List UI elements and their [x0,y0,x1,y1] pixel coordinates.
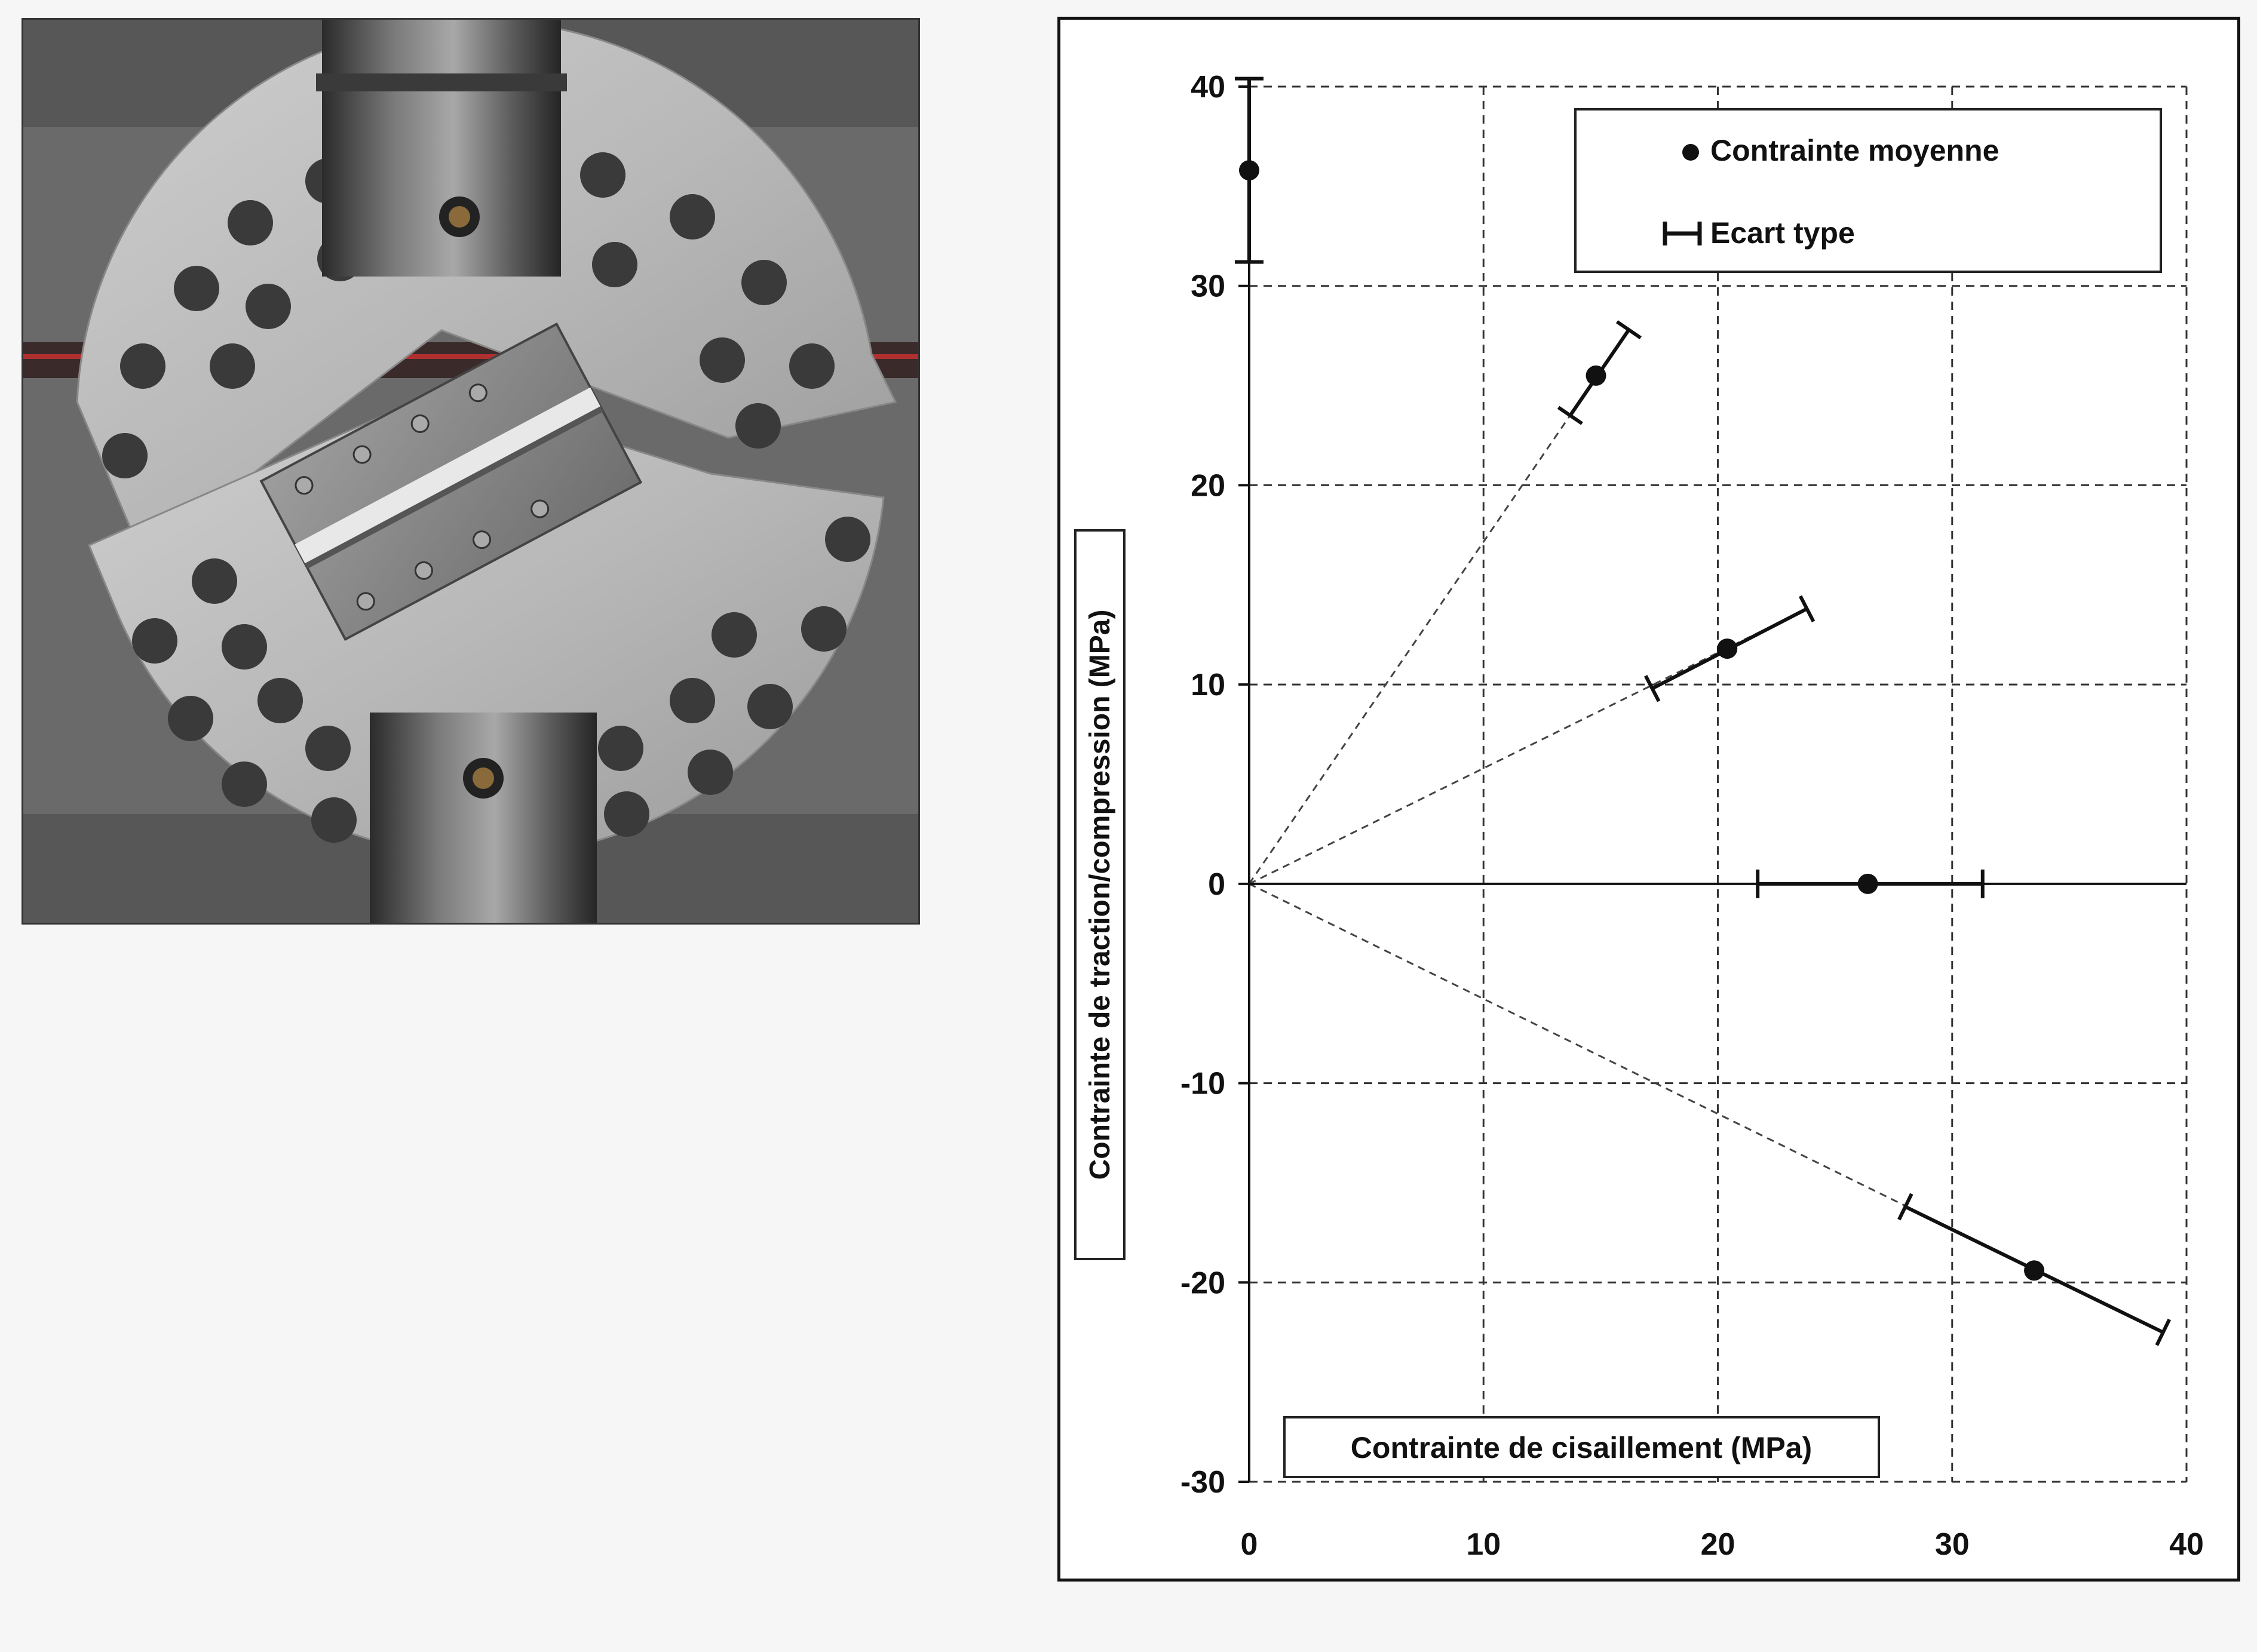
data-points [1239,160,2045,1281]
data-point [1857,873,1878,894]
guide-lines [1248,329,2164,1334]
y-tick-label: 20 [1191,468,1225,503]
error-bar-cap [1644,675,1661,702]
x-tick-label: 20 [1701,1527,1735,1562]
y-tick-label: 0 [1208,867,1225,902]
x-tick-label: 0 [1241,1527,1258,1562]
legend: Contrainte moyenne Ecart type [1574,108,2162,273]
x-tick-label: 40 [2169,1527,2204,1562]
x-axis-label: Contrainte de cisaillement (MPa) [1283,1416,1880,1478]
data-point [1586,365,1606,386]
guide-line [1249,607,1808,885]
x-tick-label: 30 [1935,1527,1970,1562]
data-point [1239,160,1259,181]
tick-labels: 0 10 20 30 40 -30 -20 -10 0 10 20 30 40 [1180,70,2204,1562]
y-axis-title: Contrainte de traction/compression (MPa) [1084,610,1116,1180]
y-tick-label: 30 [1191,269,1225,304]
legend-errorbar-symbol [1663,222,1702,245]
error-bar-cap [1557,406,1583,425]
legend-label-stddev: Ecart type [1710,216,1855,250]
y-tick-label: 40 [1191,70,1225,105]
y-axis-label-box [1074,529,1126,1260]
axes [1238,85,2187,1483]
legend-label-mean: Contrainte moyenne [1710,134,1999,167]
data-point [1717,638,1738,659]
x-tick-label: 10 [1466,1527,1501,1562]
x-axis-label-box [1283,1416,1880,1478]
y-tick-label: -30 [1180,1465,1225,1500]
error-bar-cap [2155,1318,2171,1346]
y-tick-label: 10 [1191,668,1225,702]
y-tick-label: -20 [1180,1266,1225,1300]
chart-panel: 0 10 20 30 40 -30 -20 -10 0 10 20 30 40 Contrainte m… [1057,17,2240,1582]
error-bar-cap [1897,1193,1913,1221]
grid [1249,85,2188,1483]
y-axis-label: Contrainte de traction/compression (MPa) [1074,529,1126,1260]
x-axis-title: Contrainte de cisaillement (MPa) [1351,1431,1812,1464]
data-point [2024,1260,2045,1281]
chart-svg: 0 10 20 30 40 -30 -20 -10 0 10 20 30 40 Contrainte m… [1074,70,2204,1562]
y-tick-label: -10 [1180,1067,1225,1101]
legend-dot-symbol [1682,144,1699,161]
error-bar-cap [1615,320,1642,340]
legend-box [1574,108,2162,273]
error-bar-cap [1798,595,1816,623]
guide-line [1249,883,2164,1334]
specimen-fixture-photo [22,18,920,925]
